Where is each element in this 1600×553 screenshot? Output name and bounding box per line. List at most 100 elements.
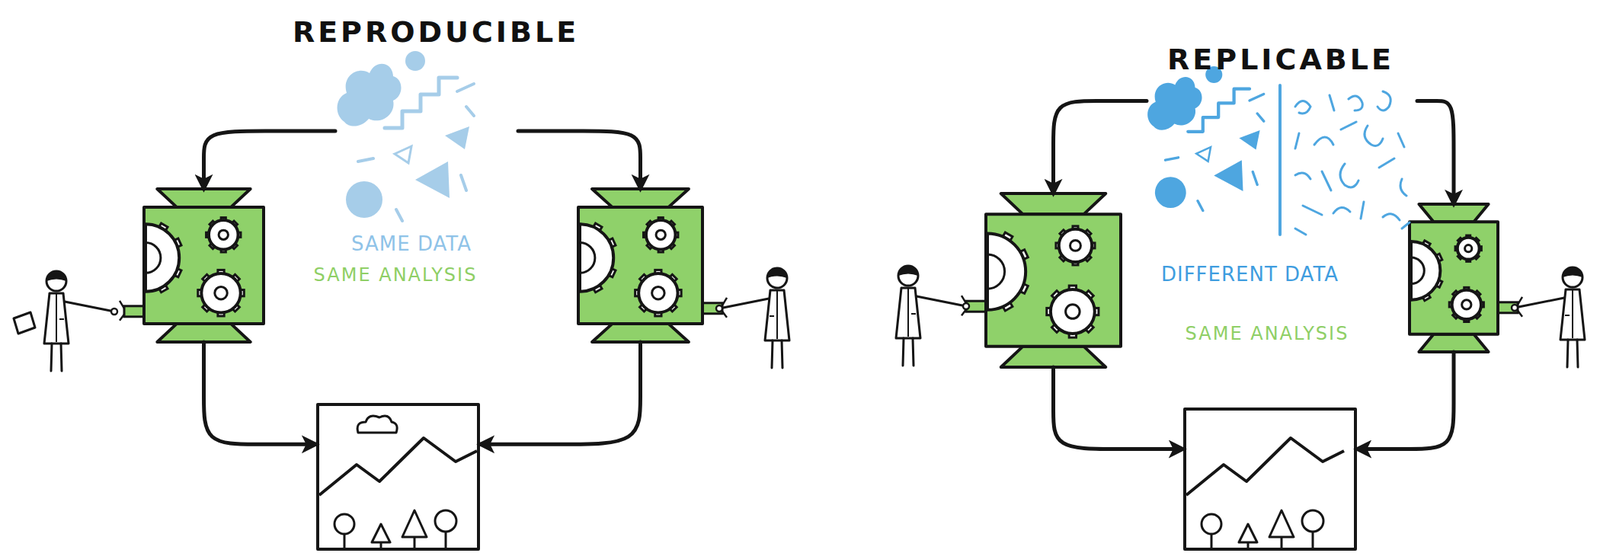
gear <box>1046 285 1099 338</box>
gear <box>1449 287 1484 322</box>
noise-scribbles <box>1364 125 1383 146</box>
machine-drawing <box>985 214 1121 346</box>
scientist-figure <box>1511 267 1585 368</box>
noise-scribbles <box>1295 172 1311 180</box>
noise-scribbles <box>1340 163 1359 188</box>
gear <box>1065 304 1081 320</box>
noise-scribbles <box>1400 179 1407 196</box>
gear <box>635 269 682 317</box>
machine-handle <box>1496 302 1518 314</box>
clipboard <box>13 312 36 334</box>
half-gear <box>987 254 1005 289</box>
gear <box>206 217 241 253</box>
machine-drawing <box>1409 204 1523 352</box>
analysis-label: SAME ANALYSIS <box>313 265 478 285</box>
data-cluster <box>1147 66 1264 212</box>
noise-scribbles <box>1379 158 1395 168</box>
flow-arrow <box>480 342 641 445</box>
noise-scribbles <box>1295 228 1306 235</box>
gear <box>1056 226 1095 266</box>
flow-arrow <box>518 131 641 189</box>
analysis-machine <box>1408 204 1500 352</box>
half-gear <box>1411 240 1443 301</box>
machine-drawing <box>1001 193 1107 215</box>
noise-scribbles <box>1340 121 1357 130</box>
flow-arrow <box>1356 352 1454 450</box>
machine-drawing <box>144 207 264 324</box>
machine-drawing <box>592 188 689 208</box>
data-divider <box>1278 85 1282 235</box>
half-gear <box>987 232 1028 311</box>
noise-scribbles <box>1382 214 1400 221</box>
noise-scribbles <box>1302 205 1322 215</box>
gear <box>208 220 239 250</box>
flow-arrow <box>204 131 336 189</box>
gear <box>1465 245 1472 253</box>
half-gear <box>579 243 596 274</box>
half-gear <box>145 223 182 293</box>
machine-drawing <box>156 323 250 343</box>
scientist-figure <box>716 268 790 368</box>
machine-handle <box>119 300 125 321</box>
flow-arrow <box>1053 101 1148 195</box>
analysis-machine <box>576 188 704 343</box>
gear <box>643 217 679 253</box>
flow-arrow <box>204 342 317 445</box>
text-stack: SAME DATA <box>320 233 503 256</box>
landscape <box>1186 438 1344 548</box>
machine-drawing <box>961 193 1121 368</box>
flow-arrow <box>1053 367 1184 450</box>
gear <box>1070 240 1082 251</box>
result-picture <box>316 403 480 551</box>
noise-scribbles <box>1401 222 1410 229</box>
machine-handle <box>966 300 988 312</box>
noise-scribbles <box>1295 133 1300 149</box>
data-cluster: SAME DATA <box>335 45 519 260</box>
half-gear <box>579 224 614 292</box>
noise-scribbles <box>1295 91 1410 235</box>
data-label: SAME DATA <box>351 233 472 256</box>
result-picture <box>1183 407 1357 551</box>
noise-scribbles <box>1314 137 1334 145</box>
scientist-figure <box>896 265 970 366</box>
half-gear <box>145 224 180 292</box>
flow-arrow <box>1417 101 1454 205</box>
machine-drawing <box>578 188 727 343</box>
data-label: DIFFERENT DATA <box>1161 263 1339 287</box>
machine-outline <box>1408 204 1500 352</box>
machine-drawing <box>1409 221 1498 334</box>
machine-drawing <box>1418 334 1488 352</box>
gear <box>1059 229 1092 263</box>
machine-handle <box>1517 297 1523 317</box>
half-gear <box>145 243 161 274</box>
half-gear <box>1411 257 1424 285</box>
machine-drawing <box>1001 346 1107 368</box>
machine-drawing <box>156 188 250 208</box>
data-cluster: DIFFERENT DATA <box>1146 80 1418 290</box>
machine-handle <box>722 297 727 318</box>
analysis-label: SAME ANALYSIS <box>1185 323 1350 344</box>
gear <box>638 273 678 313</box>
gear <box>198 269 245 317</box>
same-data-cluster <box>337 51 474 221</box>
gear <box>214 286 228 299</box>
machine-handle <box>961 295 967 316</box>
connector-group <box>204 101 1455 450</box>
gear <box>652 286 665 299</box>
gear <box>656 230 666 240</box>
gear <box>1462 300 1472 310</box>
landscape <box>319 438 477 548</box>
machine-drawing <box>578 207 703 324</box>
gear <box>1457 237 1480 260</box>
machine-outline <box>984 193 1123 368</box>
noise-scribbles <box>1329 95 1335 111</box>
machine-outline <box>142 188 266 343</box>
noise-scribbles <box>1398 133 1405 148</box>
half-gear <box>987 233 1026 310</box>
half-gear <box>579 223 616 293</box>
machine-handle <box>124 306 146 317</box>
machine-drawing <box>119 188 264 343</box>
noise-scribbles <box>1360 201 1364 219</box>
